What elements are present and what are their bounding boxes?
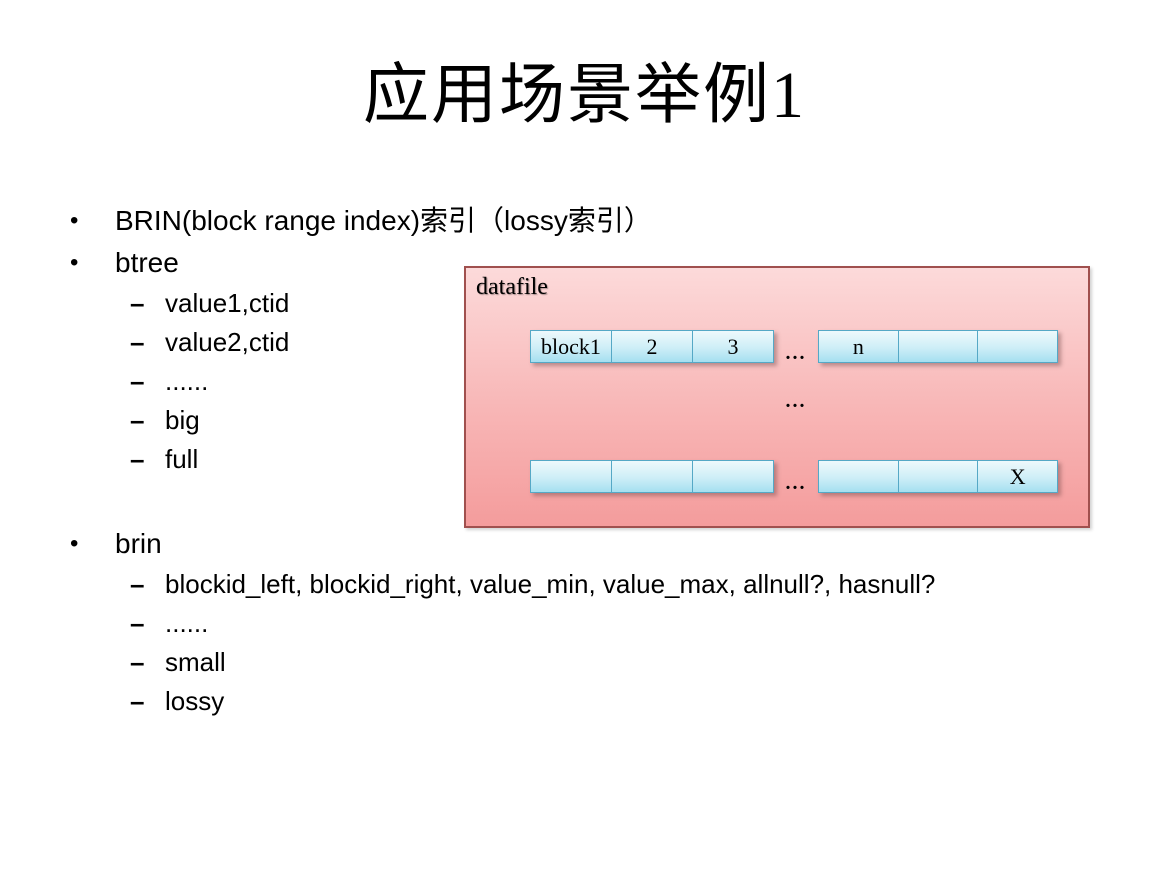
sub-bullet-text: full	[165, 444, 199, 474]
sub-bullet-full: – full	[70, 440, 1150, 479]
datafile-label: datafile	[476, 274, 548, 300]
row-ellipsis: ...	[785, 342, 807, 364]
sub-bullet-text: small	[165, 647, 226, 677]
sub-bullet-text: value2,ctid	[165, 327, 290, 357]
block-cell: 3	[693, 330, 774, 363]
block-cell	[612, 460, 693, 493]
sub-bullet-text: ......	[165, 366, 209, 396]
bullet-item-btree: • btree	[70, 242, 1150, 284]
block-cell	[978, 330, 1059, 363]
bullet-icon: •	[70, 207, 79, 234]
dash-icon: –	[130, 686, 145, 716]
dash-icon: –	[130, 569, 145, 599]
block-group-bottom-right: X	[818, 460, 1059, 493]
sub-bullet-ellipsis: – ......	[70, 362, 1150, 401]
block-cell: 2	[612, 330, 693, 363]
block-cell	[693, 460, 774, 493]
middle-ellipsis: ...	[785, 390, 807, 412]
dash-icon: –	[130, 608, 145, 638]
sub-bullet-text: blockid_left, blockid_right, value_min, …	[165, 569, 936, 599]
sub-bullet-big: – big	[70, 401, 1150, 440]
dash-icon: –	[130, 288, 145, 318]
bullet-icon: •	[70, 530, 79, 557]
block-row-bottom: ... X	[466, 460, 1088, 493]
block-row-top: block1 2 3 ... n	[466, 330, 1088, 363]
dash-icon: –	[130, 647, 145, 677]
bullet-text: BRIN(block range index)索引（lossy索引）	[115, 205, 652, 236]
bullet-item-brin: • brin	[70, 523, 1150, 565]
sub-bullet-brin-fields: – blockid_left, blockid_right, value_min…	[70, 565, 1150, 604]
dash-icon: –	[130, 366, 145, 396]
bullet-icon: •	[70, 249, 79, 276]
block-cell: n	[818, 330, 899, 363]
block-cell	[898, 460, 979, 493]
slide-title: 应用场景举例1	[363, 59, 806, 132]
block-cell	[818, 460, 899, 493]
sub-bullet-text: ......	[165, 608, 209, 638]
sub-bullet-small: – small	[70, 643, 1150, 682]
bullet-text: brin	[115, 528, 162, 559]
bullet-text: btree	[115, 247, 179, 278]
sub-bullet-lossy: – lossy	[70, 682, 1150, 721]
sub-bullet-value1-ctid: – value1,ctid	[70, 284, 1150, 323]
sub-bullet-text: lossy	[165, 686, 225, 716]
dash-icon: –	[130, 444, 145, 474]
block-group-bottom-left	[530, 460, 774, 493]
bullet-item-brin-index: • BRIN(block range index)索引（lossy索引）	[70, 200, 1150, 242]
block-group-top-right: n	[818, 330, 1059, 363]
block-cell: X	[978, 460, 1059, 493]
block-group-top-left: block1 2 3	[530, 330, 774, 363]
sub-bullet-text: value1,ctid	[165, 288, 290, 318]
sub-bullet-text: big	[165, 405, 200, 435]
dash-icon: –	[130, 405, 145, 435]
block-cell: block1	[530, 330, 612, 363]
dash-icon: –	[130, 327, 145, 357]
block-cell	[898, 330, 979, 363]
bullet-list: • BRIN(block range index)索引（lossy索引） • b…	[70, 200, 1150, 721]
sub-bullet-ellipsis: – ......	[70, 604, 1150, 643]
datafile-diagram: datafile block1 2 3 ... n ... ...	[464, 266, 1090, 528]
row-ellipsis: ...	[785, 472, 807, 494]
block-cell	[530, 460, 612, 493]
sub-bullet-value2-ctid: – value2,ctid	[70, 323, 1150, 362]
